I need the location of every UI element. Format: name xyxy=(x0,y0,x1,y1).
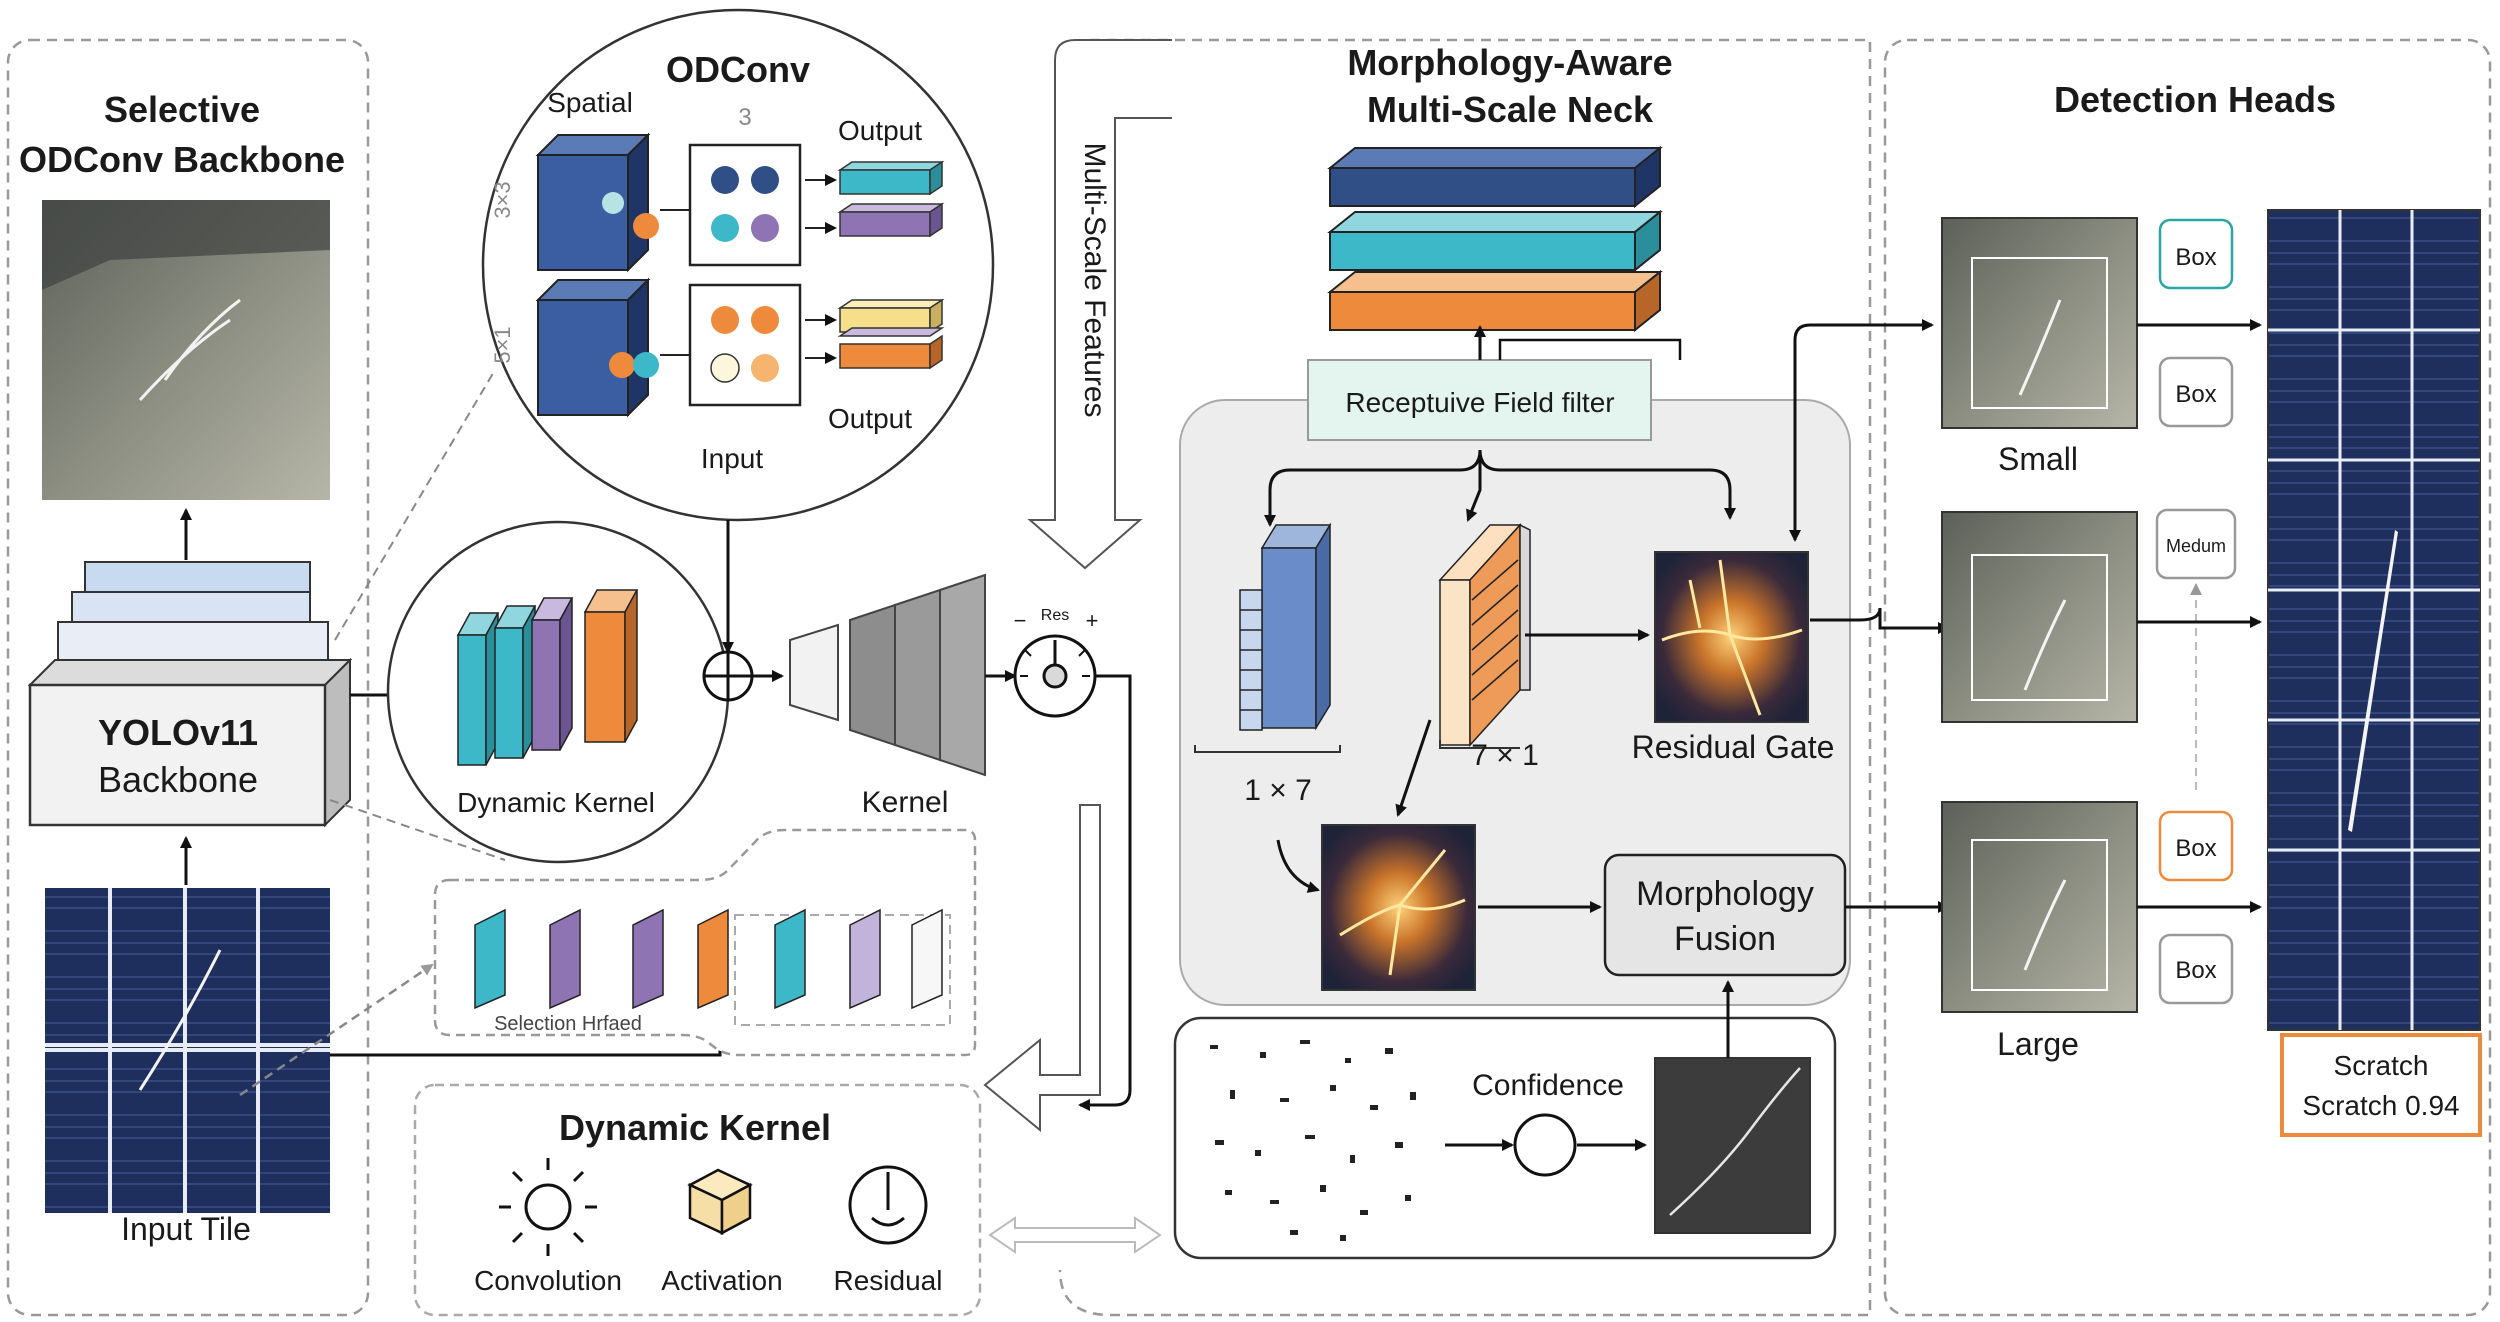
neck-title-1: Morphology-Aware xyxy=(1347,42,1672,83)
dynamic-kernel-slabs xyxy=(456,589,639,766)
residual-gate-image xyxy=(1654,551,1809,723)
backbone-title-2: ODConv Backbone xyxy=(19,139,345,180)
odconv-3x3-label: 3×3 xyxy=(490,181,515,218)
neck-feature-layers xyxy=(1327,145,1663,333)
box-tag-large-2 xyxy=(2158,933,2234,1005)
morphology-fusion-label-2: Fusion xyxy=(1674,920,1776,958)
head-medium-image xyxy=(1941,511,2138,723)
odconv-output-slabs-bottom xyxy=(837,298,945,370)
multi-scale-hollow-arrow xyxy=(1027,39,1172,570)
box-tag-small-2-label: Box xyxy=(2175,381,2216,408)
input-tile-label: Input Tile xyxy=(121,1211,251,1247)
backbone-title-1: Selective xyxy=(104,89,260,130)
morphology-fusion-box xyxy=(1603,853,1847,977)
confidence-node xyxy=(1513,1113,1577,1177)
heads-title: Detection Heads xyxy=(2054,79,2336,120)
heads-panel xyxy=(1883,38,2492,1317)
dynamic-kernel-hollow-arrow xyxy=(983,804,1101,1133)
result-label-box xyxy=(2280,1033,2482,1137)
odconv-input-label: Input xyxy=(701,443,763,474)
morphology-crack-image xyxy=(1321,824,1476,991)
selection-kernels xyxy=(474,908,943,1010)
box-tag-large-2-label: Box xyxy=(2175,957,2216,984)
yolo-label-2: Backbone xyxy=(98,759,258,800)
kernel-funnel xyxy=(789,573,986,777)
result-label-1: Scratch xyxy=(2334,1050,2429,1081)
kernel-1x7-block xyxy=(1239,522,1332,731)
head-small-image xyxy=(1941,217,2138,429)
dial-minus-icon: − xyxy=(1014,608,1027,633)
odconv-output-slabs-top xyxy=(837,160,945,238)
residual-dial-icon xyxy=(1013,634,1097,718)
box-tag-medium-label: Medum xyxy=(2166,536,2226,556)
backbone-output-image xyxy=(42,200,330,500)
kernel-1x7-label: 1 × 7 xyxy=(1244,774,1312,807)
sun-icon xyxy=(499,1158,597,1256)
confidence-map-image xyxy=(1654,1057,1811,1234)
double-hollow-arrow xyxy=(988,1216,1162,1254)
backbone-panel xyxy=(6,38,370,1317)
result-solar-panel xyxy=(2267,209,2481,1031)
zoom-line-1 xyxy=(334,369,496,641)
result-label-2: Scratch 0.94 xyxy=(2302,1090,2459,1121)
dynamic-kernel-box-title: Dynamic Kernel xyxy=(559,1107,831,1148)
input-tile-image xyxy=(45,888,330,1213)
odconv-kernel-bottom xyxy=(688,283,802,407)
odconv-num-label: 3 xyxy=(738,104,751,131)
convolution-label: Convolution xyxy=(474,1265,622,1296)
head-large-image xyxy=(1941,801,2138,1013)
kernel-label: Kernel xyxy=(862,786,949,819)
odconv-spatial-label: Spatial xyxy=(547,87,633,118)
multi-scale-features-label: Multi-Scale Features xyxy=(1078,142,1111,417)
scattered-fragments xyxy=(1210,1040,1416,1241)
kernel-7x1-block xyxy=(1438,523,1531,747)
box-tag-large-1-label: Box xyxy=(2175,835,2216,862)
receptive-field-filter xyxy=(1307,359,1652,441)
neck-title-2: Multi-Scale Neck xyxy=(1367,89,1654,130)
morphology-fusion-label-1: Morphology xyxy=(1636,875,1814,913)
dial-to-dynamic-kernel-line xyxy=(1078,674,1132,1111)
activation-label: Activation xyxy=(661,1265,782,1296)
spatial-cube-bottom xyxy=(535,277,659,418)
head-small-label: Small xyxy=(1998,441,2078,477)
odconv-5x1-label: 5×1 xyxy=(490,326,515,363)
box-icon xyxy=(687,1168,753,1236)
kernel-7x1-label: 7 × 1 xyxy=(1471,739,1539,772)
residual-label: Residual xyxy=(834,1265,943,1296)
arrow-tile-to-selection xyxy=(239,963,434,1097)
odconv-title: ODConv xyxy=(666,49,810,90)
power-icon xyxy=(848,1165,928,1245)
selection-head-label: Selection Hrfaed xyxy=(494,1013,642,1035)
head-large-label: Large xyxy=(1997,1026,2079,1062)
dynamic-kernel-circle-label: Dynamic Kernel xyxy=(457,787,655,818)
box-tag-medium xyxy=(2155,508,2237,580)
neck-panel xyxy=(1058,38,1872,1317)
box-tag-small-1 xyxy=(2158,218,2234,290)
confidence-label: Confidence xyxy=(1472,1069,1624,1102)
residual-gate-label: Residual Gate xyxy=(1632,729,1835,765)
box-tag-small-1-label: Box xyxy=(2175,244,2216,271)
odconv-output-bottom-label: Output xyxy=(828,403,912,434)
spatial-cube-top xyxy=(535,132,659,273)
dial-label: Res xyxy=(1041,607,1069,624)
box-tag-large-1 xyxy=(2158,810,2234,882)
odconv-kernel-top xyxy=(688,143,802,267)
dial-plus-icon: + xyxy=(1086,608,1099,633)
receptive-field-label: Receptuive Field filter xyxy=(1345,387,1614,418)
yolo-label-1: YOLOv11 xyxy=(98,712,258,753)
zoom-line-2 xyxy=(329,799,506,861)
box-tag-small-2 xyxy=(2158,356,2234,428)
odconv-output-top-label: Output xyxy=(838,115,922,146)
yolo-backbone-stack xyxy=(27,561,353,828)
